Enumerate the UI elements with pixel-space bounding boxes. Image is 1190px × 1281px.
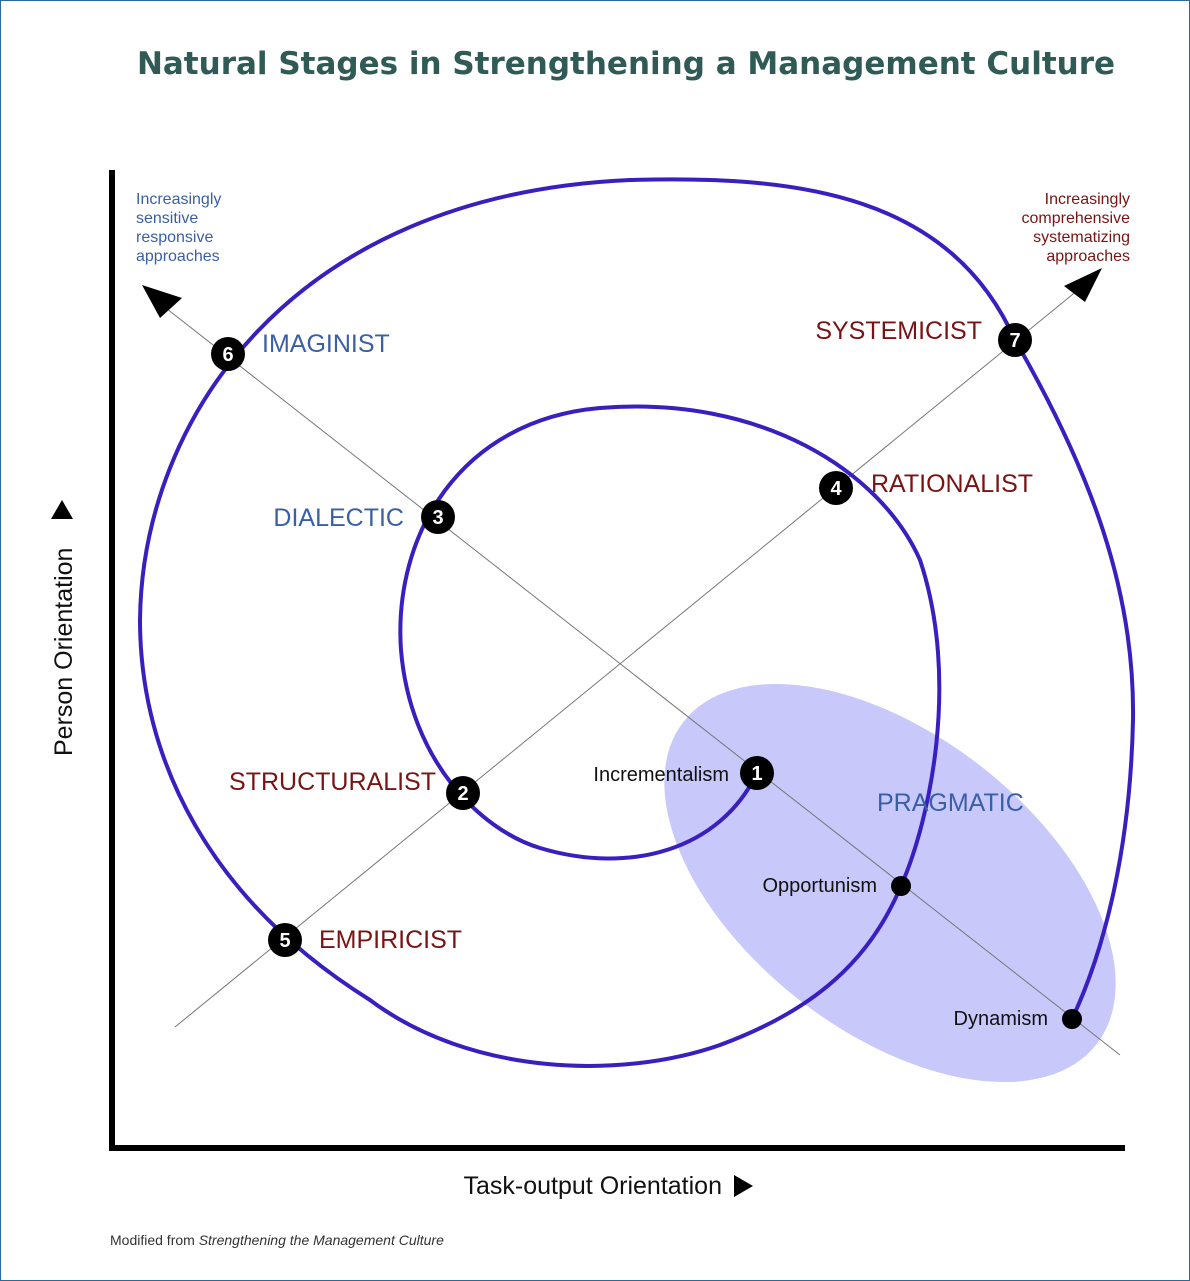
stage-node-4: 4 — [819, 471, 853, 505]
label-incrementalism: Incrementalism — [593, 764, 729, 786]
diagram-title: Natural Stages in Strengthening a Manage… — [137, 46, 1115, 82]
label-pragmatic: PRAGMATIC — [877, 789, 1024, 817]
diagonal-sensitive-line — [161, 304, 1121, 1056]
x-axis-label: Task-output Orientation — [464, 1172, 722, 1200]
arrowhead-upper-left — [142, 285, 182, 318]
svg-text:systematizing: systematizing — [1033, 229, 1130, 246]
label-systemicist: SYSTEMICIST — [815, 317, 982, 345]
y-axis-label: Person Orientation — [50, 548, 78, 756]
svg-text:7: 7 — [1009, 330, 1020, 352]
y-axis-arrow-icon — [51, 500, 73, 519]
svg-text:sensitive: sensitive — [136, 210, 198, 227]
label-rationalist: RATIONALIST — [871, 470, 1033, 498]
stage-node-2: 2 — [446, 776, 480, 810]
label-imaginist: IMAGINIST — [262, 330, 390, 358]
stage-node-1: 1 — [740, 756, 774, 790]
svg-text:approaches: approaches — [1046, 248, 1130, 265]
svg-text:4: 4 — [830, 478, 842, 500]
svg-text:3: 3 — [432, 507, 443, 529]
label-opportunism: Opportunism — [763, 875, 878, 897]
label-dialectic: DIALECTIC — [273, 504, 404, 532]
arrowhead-upper-right — [1064, 268, 1102, 302]
dynamism-dot — [1062, 1009, 1082, 1029]
opportunism-dot — [891, 876, 911, 896]
x-axis-arrow-icon — [734, 1175, 753, 1197]
svg-text:Increasingly: Increasingly — [1045, 191, 1130, 208]
label-empiricist: EMPIRICIST — [319, 926, 462, 954]
stage-node-6: 6 — [211, 337, 245, 371]
diagonal-systematizing-line — [174, 289, 1079, 1028]
svg-text:5: 5 — [279, 930, 290, 952]
svg-text:approaches: approaches — [136, 248, 220, 265]
pragmatic-region — [664, 683, 1116, 1083]
note-sensitive-approaches: Increasingly sensitive responsive approa… — [136, 191, 221, 265]
stage-node-5: 5 — [268, 923, 302, 957]
stage-node-3: 3 — [421, 500, 455, 534]
svg-text:comprehensive: comprehensive — [1022, 210, 1131, 227]
source-credit: Modified from Strengthening the Manageme… — [110, 1232, 444, 1248]
note-systematizing-approaches: Increasingly comprehensive systematizing… — [1022, 191, 1131, 265]
svg-text:6: 6 — [222, 344, 233, 366]
svg-text:1: 1 — [751, 763, 762, 785]
label-dynamism: Dynamism — [954, 1008, 1048, 1030]
svg-text:responsive: responsive — [136, 229, 213, 246]
stage-node-7: 7 — [998, 323, 1032, 357]
svg-text:Increasingly: Increasingly — [136, 191, 221, 208]
label-structuralist: STRUCTURALIST — [229, 768, 436, 796]
svg-text:2: 2 — [457, 783, 468, 805]
